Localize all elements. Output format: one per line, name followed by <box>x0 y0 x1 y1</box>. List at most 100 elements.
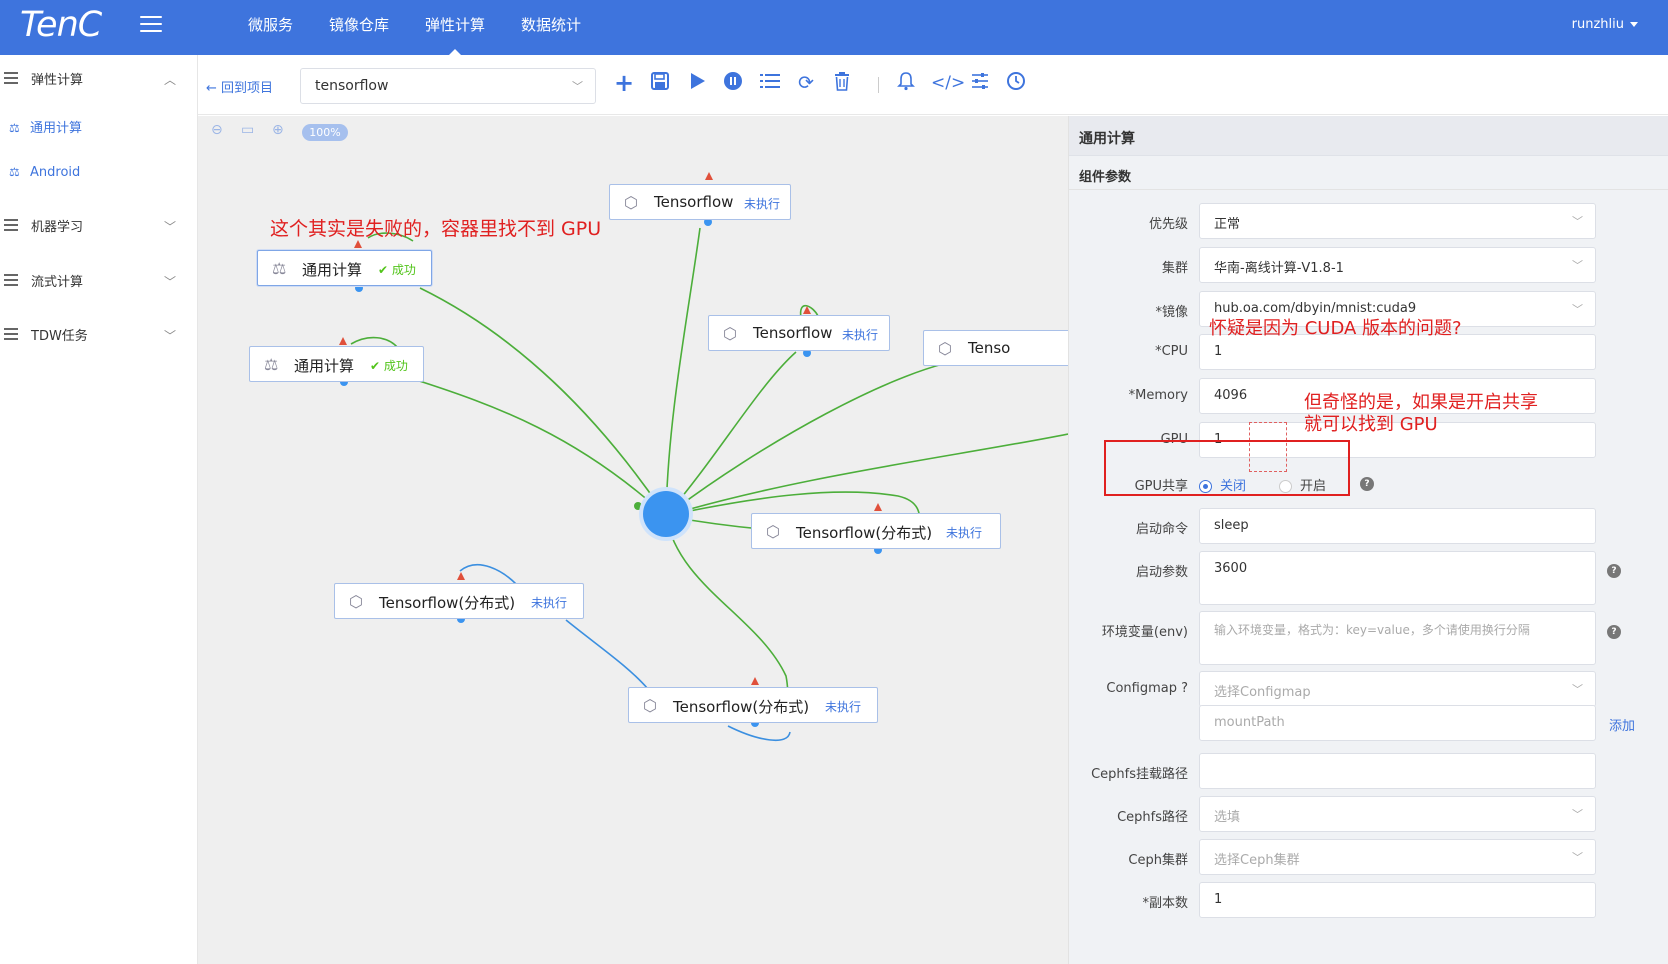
radio-gpu-share-off[interactable]: 关闭 <box>1199 475 1246 494</box>
radio-dot <box>1199 480 1212 493</box>
ceph-cluster-select[interactable]: 选择Ceph集群﹀ <box>1199 839 1596 875</box>
memory-input[interactable]: 4096 <box>1199 378 1596 414</box>
sidebar-item-android[interactable]: ⚖Android <box>9 165 80 180</box>
logo[interactable]: TenC <box>20 5 102 45</box>
chevron-down-icon: ﹀ <box>1572 303 1583 316</box>
panel-title: 通用计算 <box>1069 116 1668 156</box>
run-icon[interactable] <box>685 71 709 95</box>
cephfs-mount-input[interactable] <box>1199 753 1596 789</box>
bell-icon[interactable] <box>894 71 918 95</box>
menu-toggle-icon[interactable] <box>140 16 162 34</box>
list-icon[interactable] <box>758 71 782 95</box>
radio-dot <box>1279 480 1292 493</box>
delete-icon[interactable] <box>830 71 854 95</box>
cpu-input[interactable]: 1 <box>1199 334 1596 370</box>
top-bar: TenC 微服务 镜像仓库 弹性计算 数据统计 runzhliu <box>0 0 1668 55</box>
scale-icon: ⚖ <box>264 355 279 374</box>
list-icon <box>4 328 18 343</box>
node-status-text: 成功 <box>383 359 408 373</box>
start-node[interactable] <box>643 491 689 537</box>
sidebar-item-label: 通用计算 <box>30 121 83 136</box>
args-label: 启动参数 <box>1135 565 1188 580</box>
nav-statistics[interactable]: 数据统计 <box>521 16 582 34</box>
chevron-down-icon: ﹀ <box>1572 215 1583 228</box>
priority-label: 优先级 <box>1148 217 1188 232</box>
node-tensorflow-distributed[interactable]: ⬡ Tensorflow(分布式) 未执行 <box>751 513 1001 549</box>
list-icon <box>4 274 18 289</box>
node-title: 通用计算 <box>294 357 355 375</box>
add-configmap-link[interactable]: 添加 <box>1609 719 1636 734</box>
project-select[interactable]: tensorflow ﹀ <box>300 68 596 104</box>
cephfs-path-placeholder: 选填 <box>1214 810 1241 825</box>
sliders-icon[interactable] <box>968 71 992 95</box>
cpu-value: 1 <box>1214 344 1223 359</box>
annotation-line: 就可以找到 GPU <box>1304 414 1438 435</box>
zoom-out-icon[interactable]: ⊖ <box>211 122 223 138</box>
ceph-cluster-label: Ceph集群 <box>1128 853 1188 868</box>
back-label: 回到项目 <box>221 81 274 96</box>
node-title: Tensorflow <box>753 324 833 342</box>
chevron-down-icon: ﹀ <box>1572 808 1583 821</box>
zoom-in-icon[interactable]: ⊕ <box>272 122 284 138</box>
gpu-share-label: GPU共享 <box>1134 479 1188 494</box>
node-status: 未执行 <box>744 197 781 211</box>
user-menu[interactable]: runzhliu <box>1572 17 1638 32</box>
workflow-canvas[interactable]: ⊖ ▭ ⊕ 100% <box>198 116 1068 964</box>
radio-gpu-share-on[interactable]: 开启 <box>1279 475 1326 494</box>
node-general-compute[interactable]: ⚖ 通用计算 ✔ 成功 <box>249 346 424 382</box>
node-tensorflow[interactable]: ⬡ Tensorflow 未执行 <box>708 315 890 351</box>
sidebar-item-general-compute[interactable]: ⚖通用计算 <box>9 117 82 136</box>
node-status: 未执行 <box>842 328 879 342</box>
node-tensorflow-cut[interactable]: ⬡ Tenso <box>923 330 1068 366</box>
node-tensorflow[interactable]: ⬡ Tensorflow 未执行 <box>609 184 791 220</box>
sidebar-group-label: 流式计算 <box>31 275 84 290</box>
args-value: 3600 <box>1214 561 1248 576</box>
command-input[interactable]: sleep <box>1199 508 1596 544</box>
refresh-icon[interactable]: ⟳ <box>798 72 814 94</box>
args-textarea[interactable]: 3600 <box>1199 551 1596 605</box>
list-icon <box>4 219 18 234</box>
save-icon[interactable] <box>648 71 672 95</box>
cluster-select[interactable]: 华南-离线计算-V1.8-1﹀ <box>1199 247 1596 283</box>
help-icon[interactable]: ? <box>1607 564 1621 578</box>
nav-image-repo[interactable]: 镜像仓库 <box>329 16 390 34</box>
back-to-project-link[interactable]: ← 回到项目 <box>206 81 274 96</box>
plus-icon[interactable]: + <box>613 69 635 97</box>
mount-path-input[interactable]: mountPath <box>1199 705 1596 741</box>
configmap-select[interactable]: 选择Configmap﹀ <box>1199 671 1596 707</box>
fit-screen-icon[interactable]: ▭ <box>241 122 255 138</box>
caret-down-icon <box>1630 22 1638 27</box>
node-general-compute[interactable]: ⚖ 通用计算 ✔ 成功 <box>257 250 432 286</box>
stop-icon[interactable] <box>721 71 745 95</box>
annotation-gpu-share: 但奇怪的是，如果是开启共享 就可以找到 GPU <box>1304 392 1538 436</box>
sidebar-group-stream[interactable]: 流式计算 ﹀ <box>0 265 198 295</box>
image-label: *镜像 <box>1155 305 1188 320</box>
chevron-up-icon: ︿ <box>163 73 176 87</box>
list-icon <box>4 72 18 87</box>
priority-select[interactable]: 正常﹀ <box>1199 203 1596 239</box>
code-icon[interactable]: </> <box>931 73 966 93</box>
memory-label: *Memory <box>1128 388 1188 403</box>
replicas-input[interactable]: 1 <box>1199 882 1596 918</box>
nav-elastic-compute[interactable]: 弹性计算 <box>407 0 503 55</box>
sidebar-group-ml[interactable]: 机器学习 ﹀ <box>0 210 198 240</box>
properties-panel: 通用计算 组件参数 优先级 正常﹀ 集群 华南-离线计算-V1.8-1﹀ *镜像… <box>1068 116 1668 964</box>
clock-icon[interactable] <box>1004 71 1028 95</box>
cephfs-path-select[interactable]: 选填 ﹀ <box>1199 796 1596 832</box>
username: runzhliu <box>1571 17 1624 32</box>
annotation-line: 但奇怪的是，如果是开启共享 <box>1304 392 1538 413</box>
sidebar-group-elastic[interactable]: 弹性计算 ︿ <box>0 63 198 93</box>
image-select[interactable]: hub.oa.com/dbyin/mnist:cuda9 ﹀ <box>1199 291 1596 327</box>
project-select-value: tensorflow <box>315 78 389 94</box>
help-icon[interactable]: ? <box>1360 477 1374 491</box>
cpu-label: *CPU <box>1155 344 1188 359</box>
node-tensorflow-distributed[interactable]: ⬡ Tensorflow(分布式) 未执行 <box>628 687 878 723</box>
gpu-label: GPU <box>1160 432 1188 447</box>
sidebar-group-tdw[interactable]: TDW任务 ﹀ <box>0 319 198 349</box>
chevron-down-icon: ﹀ <box>163 275 176 289</box>
nav-microservice[interactable]: 微服务 <box>248 16 294 34</box>
env-textarea[interactable]: 输入环境变量，格式为：key=value，多个请使用换行分隔 <box>1199 611 1596 665</box>
help-icon[interactable]: ? <box>1607 625 1621 639</box>
image-value: hub.oa.com/dbyin/mnist:cuda9 <box>1214 301 1417 316</box>
node-tensorflow-distributed[interactable]: ⬡ Tensorflow(分布式) 未执行 <box>334 583 584 619</box>
